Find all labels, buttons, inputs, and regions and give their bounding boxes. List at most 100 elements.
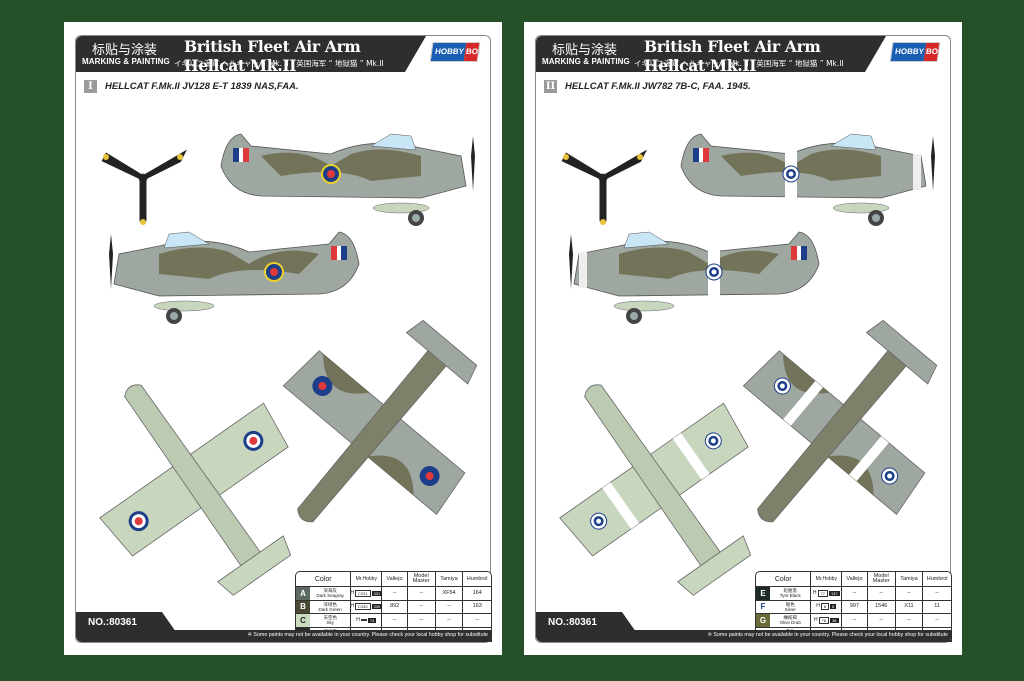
mrhobby-c: C331 [355, 589, 371, 597]
mrhobby-h: H [816, 603, 820, 610]
scheme-numeral: II [544, 80, 557, 93]
color-name-cn: 深绿色 [323, 601, 337, 607]
header-color: Color [756, 572, 812, 586]
header-subtitle: イギリス海軍 ヘルキャット Mk. II 英国海军 “ 地狱猫 ” Mk.II [174, 59, 384, 68]
footer-bar: ※ Some paints may not be available in yo… [536, 630, 952, 642]
tamiya-value: -- [896, 587, 924, 600]
header-title-en: MARKING & PAINTING [542, 57, 630, 66]
mrhobby-h: H [350, 603, 355, 610]
mrhobby-c: C330 [355, 603, 371, 611]
tamiya-value: -- [896, 614, 924, 627]
color-name-en: Silver [784, 606, 796, 612]
color-name-cn: 轮胎黑 [783, 588, 797, 594]
footer-note: ※ Some paints may not be available in yo… [247, 632, 488, 638]
header-title-cn: 标贴与涂装 [92, 43, 158, 58]
header-humbrol: Humbrol [926, 575, 948, 582]
vallejo-value: -- [842, 587, 868, 600]
mrhobby-c: 8 [820, 603, 830, 611]
color-name-cn: 天空色 [323, 615, 337, 621]
header-title-cn: 标贴与涂装 [552, 43, 618, 58]
aircraft-profile-left [220, 133, 475, 226]
aircraft-underside [559, 384, 752, 596]
header-color: Color [296, 572, 352, 586]
product-number: NO.:80361 [536, 612, 636, 632]
header-tamiya: Tamiya [896, 572, 924, 586]
sheet-frame: 标贴与涂装 MARKING & PAINTING British Fleet A… [535, 35, 952, 643]
scheme-title: HELLCAT F.Mk.II JW782 7B-C, FAA. 1945. [565, 81, 751, 92]
propeller-icon [101, 149, 187, 225]
vallejo-value: 892 [382, 600, 409, 613]
mrhobby-code: 38 [830, 617, 839, 623]
scheme-title: HELLCAT F.Mk.II JV128 E-T 1839 NAS,FAA. [105, 81, 299, 92]
header-mrhobby: Mr.Hobby [811, 572, 843, 586]
color-name-en: Dark Green [318, 606, 342, 612]
footer-bar: ※ Some paints may not be available in yo… [76, 630, 492, 642]
table-header-row: Color Mr.Hobby Vallejo Model Master Tami… [756, 572, 951, 587]
mrhobby-code: 8 [830, 604, 837, 610]
product-number: NO.:80361 [76, 612, 176, 632]
tamiya-value: XF54 [436, 587, 464, 600]
humbrol-value: -- [475, 616, 479, 623]
aircraft-profile-right [109, 231, 360, 324]
modelmaster-value: -- [408, 587, 436, 600]
color-name-cn: 银色 [785, 601, 795, 607]
header-title-en: MARKING & PAINTING [82, 57, 170, 66]
header-title: British Fleet Air Arm Hellcat Mk.II [184, 37, 361, 75]
tamiya-value: X11 [896, 600, 924, 613]
scheme-heading: I HELLCAT F.Mk.II JV128 E-T 1839 NAS,FAA… [84, 80, 299, 93]
tamiya-value: -- [436, 614, 464, 627]
aircraft-artwork [559, 133, 938, 596]
mrhobby-code: 74 [367, 617, 377, 623]
header-subtitle: イギリス海軍 ヘルキャット Mk. II 英国海军 “ 地狱猫 ” Mk.II [634, 59, 844, 68]
mrhobby-c [360, 619, 367, 622]
color-name-en: Sky [326, 620, 334, 626]
mrhobby-code: 330 [371, 604, 383, 610]
humbrol-value: -- [935, 589, 939, 596]
mrhobby-h: H [350, 589, 355, 596]
header-mrhobby: Mr.Hobby [351, 572, 383, 586]
header-humbrol: Humbrol [466, 575, 488, 582]
color-swatch: F [756, 600, 770, 613]
sheet-frame: 标贴与涂装 MARKING & PAINTING British Fleet A… [75, 35, 492, 643]
scheme-heading: II HELLCAT F.Mk.II JW782 7B-C, FAA. 1945… [544, 80, 751, 93]
mrhobby-h: H [814, 616, 818, 623]
vallejo-value: -- [382, 614, 408, 627]
sheet-header: 标贴与涂装 MARKING & PAINTING British Fleet A… [536, 36, 886, 72]
aircraft-artwork [99, 133, 478, 596]
color-swatch: G [756, 614, 770, 627]
color-swatch: B [296, 600, 310, 613]
vallejo-value: 997 [842, 600, 868, 613]
modelmaster-value: 1546 [868, 600, 896, 613]
color-name-en: Tyre Black [779, 593, 801, 599]
color-name-cn: 深海灰 [323, 588, 337, 594]
color-name-en: Olive Drab [779, 620, 801, 626]
header-modelmaster: Model Master [868, 572, 896, 586]
sheet-header: 标贴与涂装 MARKING & PAINTING British Fleet A… [76, 36, 426, 72]
mrhobby-code: 331 [371, 590, 383, 596]
propeller-icon [561, 149, 647, 225]
modelmaster-value: -- [408, 614, 436, 627]
mrhobby-c: 77 [817, 589, 828, 597]
header-tamiya: Tamiya [436, 572, 464, 586]
humbrol-value: 163 [472, 603, 482, 610]
aircraft-profile-right [569, 231, 820, 324]
humbrol-value: 164 [472, 589, 482, 596]
modelmaster-value: -- [868, 587, 896, 600]
color-name-cn: 橄榄褐 [783, 615, 797, 621]
humbrol-value: 11 [934, 603, 940, 610]
modelmaster-value: -- [868, 614, 896, 627]
scheme-numeral: I [84, 80, 97, 93]
aircraft-profile-left [680, 133, 935, 226]
footer-note: ※ Some paints may not be available in yo… [707, 632, 948, 638]
mrhobby-code: 137 [828, 590, 840, 596]
aircraft-topside [282, 319, 478, 523]
aircraft-topside [742, 319, 938, 523]
color-swatch: C [296, 614, 310, 627]
tamiya-value: -- [436, 600, 464, 613]
